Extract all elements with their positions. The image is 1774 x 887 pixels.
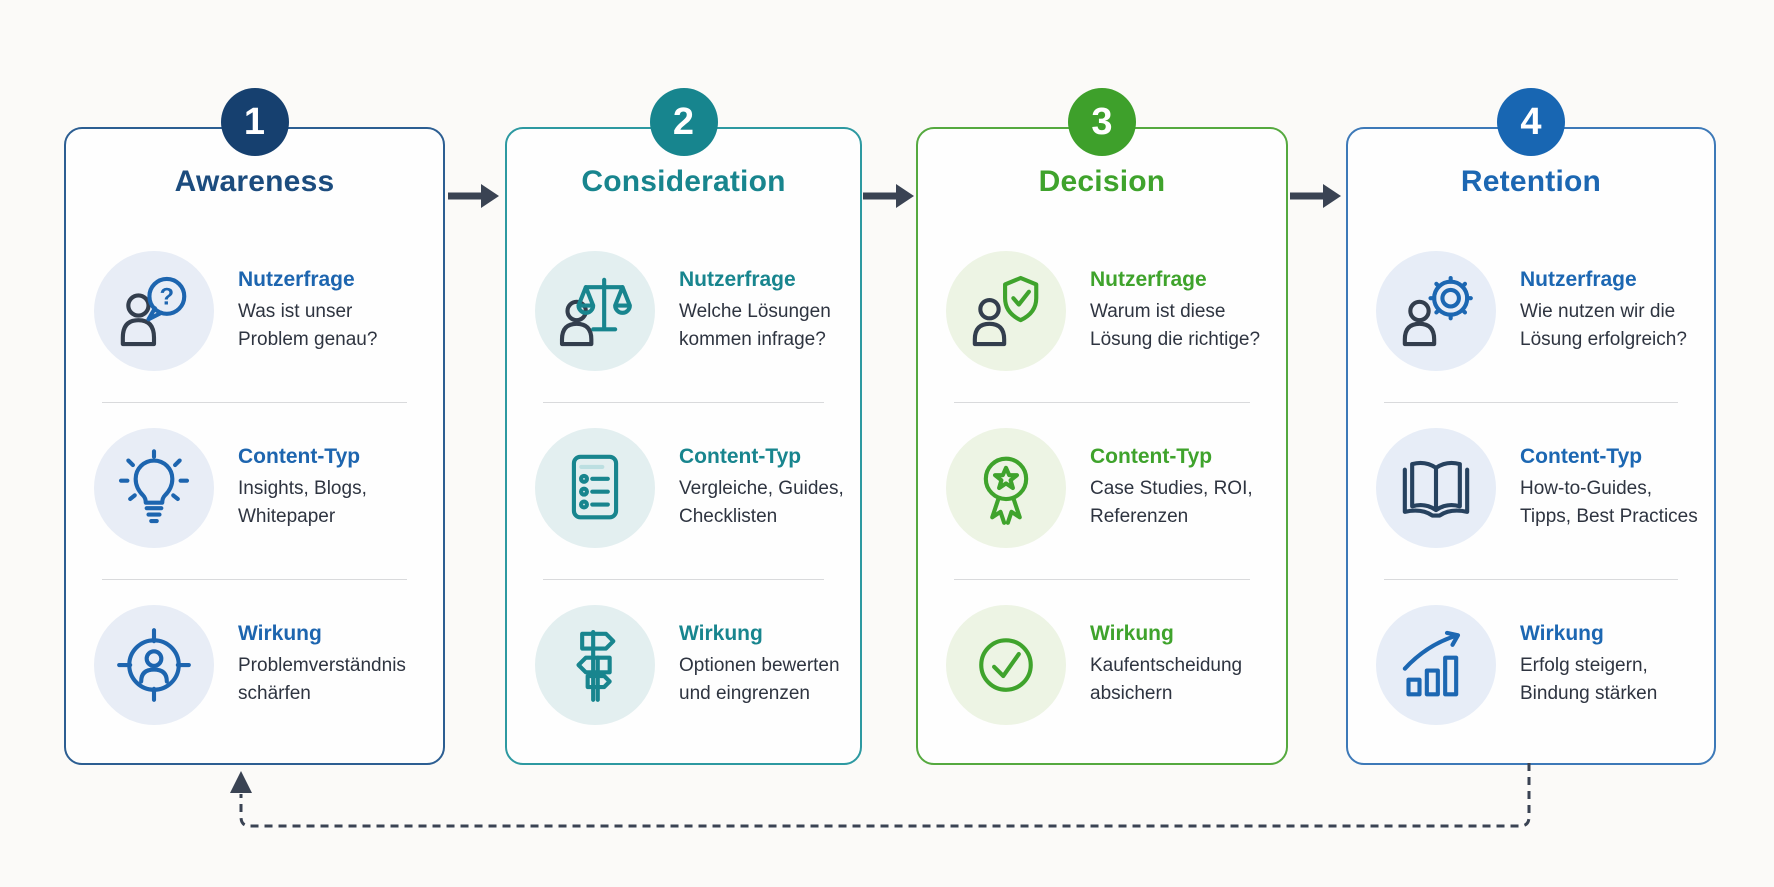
divider (543, 579, 824, 580)
row-text: Wirkung Problemverständnis schärfen (238, 622, 406, 708)
row-heading: Nutzerfrage (238, 268, 355, 291)
row-text: Nutzerfrage Welche Lösungen kommen infra… (679, 268, 831, 354)
row-heading: Wirkung (238, 622, 322, 645)
svg-text:?: ? (160, 284, 175, 311)
row-nutzerfrage: Nutzerfrage Warum ist diese Lösung die r… (946, 250, 1272, 372)
row-content-typ: Content-Typ Insights, Blogs, Whitepaper (94, 427, 429, 549)
row-text: Wirkung Kaufentscheidung absichern (1090, 622, 1242, 708)
row-heading: Wirkung (679, 622, 763, 645)
stage-title: Awareness (174, 165, 335, 198)
row-body: Vergleiche, Guides, Checklisten (679, 478, 844, 527)
row-nutzerfrage: ? Nutzerfrage Was ist unser Problem gena… (94, 250, 429, 372)
arrow-right-icon (1290, 184, 1341, 208)
row-content-typ: Content-Typ Case Studies, ROI, Referenze… (946, 427, 1272, 549)
row-wirkung: Wirkung Erfolg steigern, Bindung stärken (1376, 604, 1700, 726)
person-scales-icon (535, 251, 655, 371)
stage-title: Consideration (581, 165, 786, 198)
row-text: Nutzerfrage Warum ist diese Lösung die r… (1090, 268, 1260, 354)
row-wirkung: Wirkung Problemverständnis schärfen (94, 604, 429, 726)
stage-number: 1 (243, 100, 266, 143)
row-text: Content-Typ Case Studies, ROI, Referenze… (1090, 445, 1253, 531)
row-heading: Wirkung (1090, 622, 1174, 645)
open-book-icon (1376, 428, 1496, 548)
row-body: Optionen bewerten und eingrenzen (679, 655, 840, 704)
divider (954, 402, 1250, 403)
row-body: How-to-Guides, Tipps, Best Practices (1520, 478, 1698, 527)
row-body: Erfolg steigern, Bindung stärken (1520, 655, 1658, 704)
divider (1384, 579, 1678, 580)
row-nutzerfrage: Nutzerfrage Wie nutzen wir die Lösung er… (1376, 250, 1700, 372)
row-text: Content-Typ How-to-Guides, Tipps, Best P… (1520, 445, 1698, 531)
row-body: Welche Lösungen kommen infrage? (679, 301, 831, 350)
lightbulb-icon (94, 428, 214, 548)
stage-number: 3 (1091, 100, 1113, 143)
stage-number-badge: 1 (220, 88, 289, 156)
row-body: Wie nutzen wir die Lösung erfolgreich? (1520, 301, 1687, 350)
row-wirkung: Wirkung Optionen bewerten und eingrenzen (535, 604, 846, 726)
row-heading: Wirkung (1520, 622, 1604, 645)
person-question-icon: ? (94, 251, 214, 371)
stage-number-badge: 2 (649, 88, 718, 156)
row-content-typ: Content-Typ How-to-Guides, Tipps, Best P… (1376, 427, 1700, 549)
award-ribbon-icon (946, 428, 1066, 548)
row-body: Was ist unser Problem genau? (238, 301, 378, 350)
row-wirkung: Wirkung Kaufentscheidung absichern (946, 604, 1272, 726)
row-heading: Nutzerfrage (1090, 268, 1207, 291)
stage-title: Decision (1038, 165, 1166, 198)
stage-number-badge: 3 (1068, 88, 1136, 156)
arrow-right-icon (448, 184, 499, 208)
stage-number-badge: 4 (1497, 88, 1565, 156)
divider (1384, 402, 1678, 403)
checklist-icon (535, 428, 655, 548)
row-nutzerfrage: Nutzerfrage Welche Lösungen kommen infra… (535, 250, 846, 372)
row-text: Nutzerfrage Wie nutzen wir die Lösung er… (1520, 268, 1687, 354)
stage-card-retention: 4 Retention Nutzerfrage (1346, 88, 1716, 765)
stage-card-awareness: 1 Awareness ? Nutzerfrage (64, 88, 445, 765)
divider (102, 402, 407, 403)
row-heading: Content-Typ (679, 445, 802, 468)
divider (102, 579, 407, 580)
stage-number: 2 (672, 100, 695, 143)
signpost-icon (535, 605, 655, 725)
arrow-up-head (230, 771, 252, 793)
stage-card-consideration: 2 Consideration Nutzerfrage (505, 88, 862, 765)
person-target-icon (94, 605, 214, 725)
stage-title: Retention (1460, 165, 1602, 198)
stage-card-decision: 3 Decision Nutzerfrage (916, 88, 1288, 765)
divider (543, 402, 824, 403)
row-text: Content-Typ Vergleiche, Guides, Checklis… (679, 445, 844, 531)
row-body: Insights, Blogs, Whitepaper (238, 478, 367, 527)
row-heading: Content-Typ (238, 445, 361, 468)
person-shield-check-icon (946, 251, 1066, 371)
row-heading: Nutzerfrage (1520, 268, 1637, 291)
arrow-right-icon (863, 184, 914, 208)
divider (954, 579, 1250, 580)
row-heading: Content-Typ (1090, 445, 1213, 468)
check-circle-icon (946, 605, 1066, 725)
row-body: Kaufentscheidung absichern (1090, 655, 1243, 704)
person-gear-icon (1376, 251, 1496, 371)
row-body: Problemverständnis schärfen (238, 655, 406, 704)
growth-chart-icon (1376, 605, 1496, 725)
row-body: Warum ist diese Lösung die richtige? (1090, 301, 1261, 350)
row-text: Wirkung Optionen bewerten und eingrenzen (679, 622, 840, 708)
row-body: Case Studies, ROI, Referenzen (1090, 478, 1253, 527)
row-heading: Nutzerfrage (679, 268, 796, 291)
row-heading: Content-Typ (1520, 445, 1643, 468)
row-text: Wirkung Erfolg steigern, Bindung stärken (1520, 622, 1657, 708)
row-text: Content-Typ Insights, Blogs, Whitepaper (238, 445, 367, 531)
row-content-typ: Content-Typ Vergleiche, Guides, Checklis… (535, 427, 846, 549)
stage-number: 4 (1520, 100, 1542, 143)
row-text: Nutzerfrage Was ist unser Problem genau? (238, 268, 377, 354)
